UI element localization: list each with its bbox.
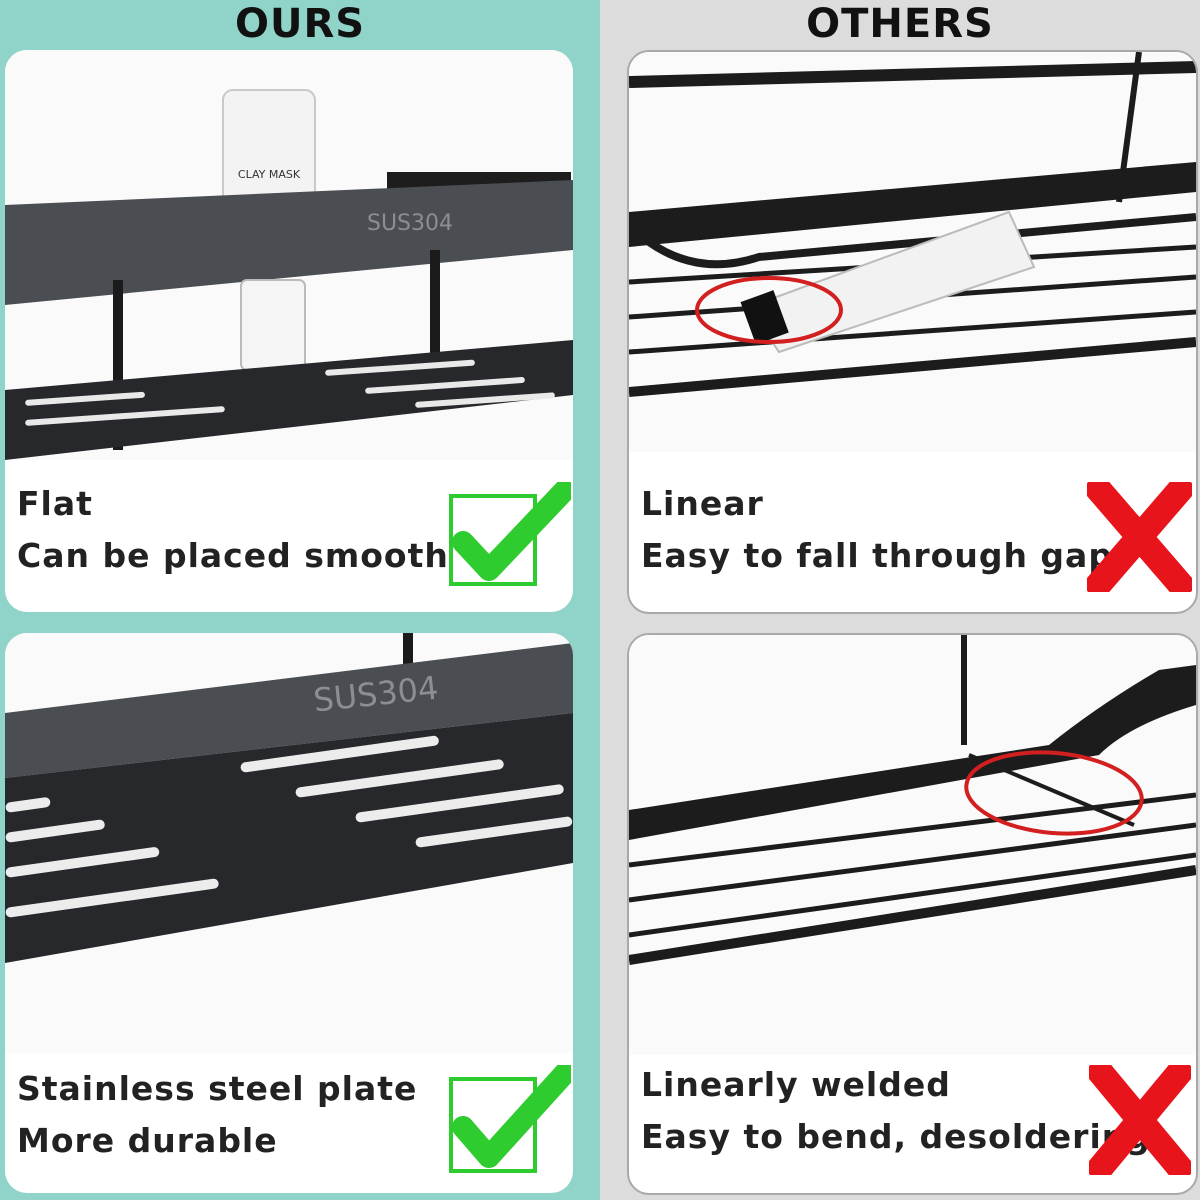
others-bottom-subtitle: Easy to bend, desoldering xyxy=(641,1117,1151,1156)
others-heading: OTHERS xyxy=(806,1,994,47)
ours-top-title: Flat xyxy=(17,484,93,523)
flat-shelf-photo: CLAY MASK SUS304 xyxy=(5,50,573,460)
ours-bottom-caption: Stainless steel plate More durable xyxy=(17,1063,417,1167)
ours-bottom-subtitle: More durable xyxy=(17,1121,278,1160)
check-icon xyxy=(449,482,571,586)
ours-top-subtitle: Can be placed smoothly xyxy=(17,536,484,575)
steel-plate-photo: SUS304 xyxy=(5,633,573,1053)
ours-durable-panel: SUS304 Stainless steel plate More durabl… xyxy=(5,633,573,1193)
others-top-subtitle: Easy to fall through gaps xyxy=(641,536,1134,575)
ours-top-caption: Flat Can be placed smoothly xyxy=(17,478,484,582)
others-bottom-caption: Linearly welded Easy to bend, desolderin… xyxy=(641,1059,1151,1163)
svg-text:SUS304: SUS304 xyxy=(367,211,453,236)
others-top-caption: Linear Easy to fall through gaps xyxy=(641,478,1134,582)
cross-icon xyxy=(1089,1065,1191,1175)
welded-shelf-photo xyxy=(629,635,1196,1055)
check-icon xyxy=(449,1065,571,1173)
weld-highlight-circle xyxy=(964,750,1144,836)
others-welded-panel: Linearly welded Easy to bend, desolderin… xyxy=(627,633,1198,1195)
ours-heading: OURS xyxy=(234,1,366,47)
others-top-title: Linear xyxy=(641,484,764,523)
others-linear-panel: Linear Easy to fall through gaps xyxy=(627,50,1198,614)
others-bottom-title: Linearly welded xyxy=(641,1065,951,1104)
ours-flat-panel: CLAY MASK SUS304 Flat Can be placed smoo… xyxy=(5,50,573,612)
svg-text:CLAY MASK: CLAY MASK xyxy=(238,168,301,181)
wire-shelf-photo xyxy=(629,52,1196,452)
cross-icon xyxy=(1087,482,1192,592)
ours-bottom-title: Stainless steel plate xyxy=(17,1069,418,1108)
gap-highlight-circle xyxy=(695,276,843,344)
